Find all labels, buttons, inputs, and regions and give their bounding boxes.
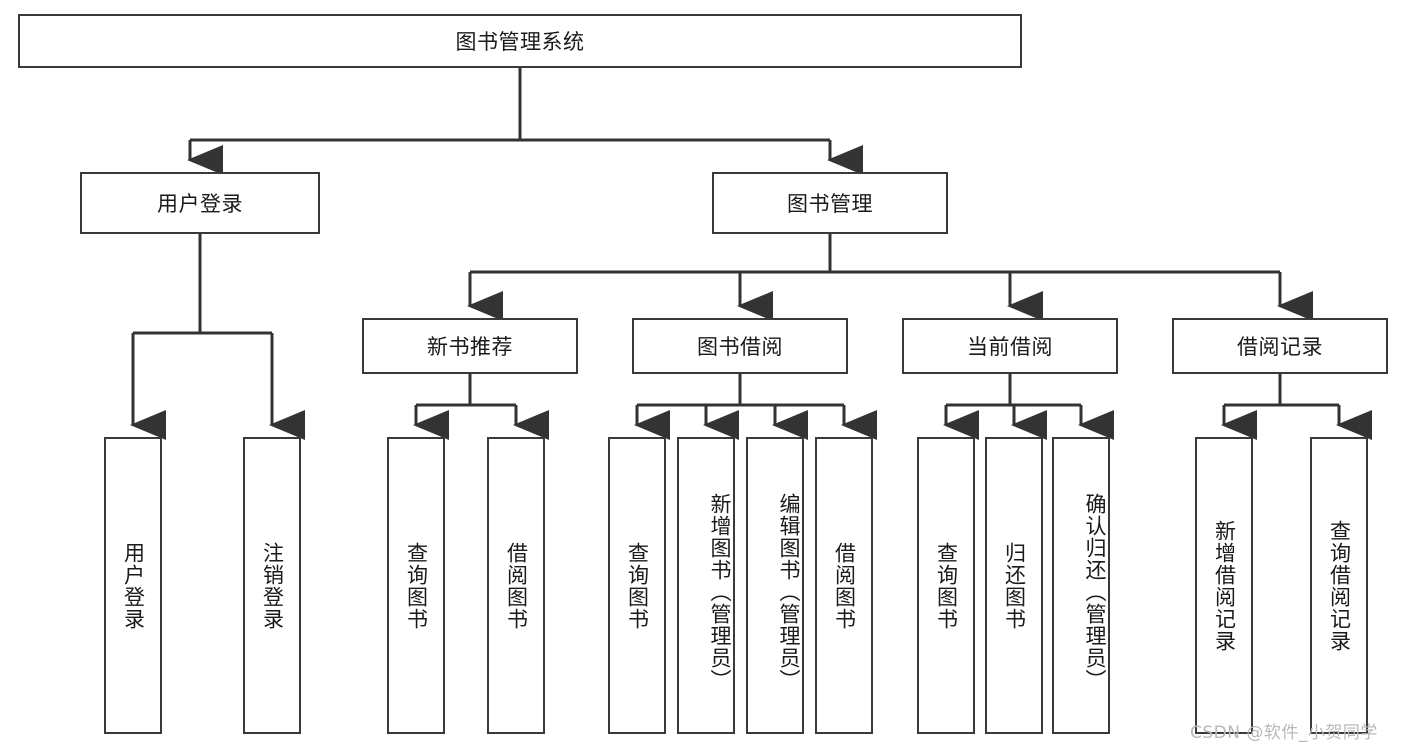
node-label: 归还图书 [1002, 541, 1027, 630]
node-label: 确认归还（管理员） [1083, 492, 1107, 691]
node-book-management[interactable]: 图书管理 [712, 172, 948, 234]
node-label: 图书管理系统 [455, 30, 585, 54]
node-current-borrow[interactable]: 当前借阅 [902, 318, 1118, 374]
leaf-query-book-borrow[interactable]: 查询图书 [608, 437, 666, 734]
node-label: 当前借阅 [967, 335, 1053, 359]
leaf-query-book-current[interactable]: 查询图书 [917, 437, 975, 734]
node-label: 图书管理 [787, 192, 873, 216]
node-label: 借阅记录 [1237, 335, 1323, 359]
node-label: 查询借阅记录 [1327, 519, 1352, 652]
node-new-book-recommend[interactable]: 新书推荐 [362, 318, 578, 374]
node-label: 新增借阅记录 [1212, 519, 1237, 652]
leaf-query-borrow-record[interactable]: 查询借阅记录 [1310, 437, 1368, 734]
leaf-add-borrow-record[interactable]: 新增借阅记录 [1195, 437, 1253, 734]
leaf-add-book-admin[interactable]: 新增图书（管理员） [677, 437, 735, 734]
leaf-borrow-book-recommend[interactable]: 借阅图书 [487, 437, 545, 734]
node-label: 编辑图书（管理员） [777, 492, 801, 691]
node-label: 新书推荐 [427, 335, 513, 359]
leaf-borrow-book[interactable]: 借阅图书 [815, 437, 873, 734]
node-label: 查询图书 [625, 541, 650, 630]
node-label: 用户登录 [157, 192, 243, 216]
node-book-borrow[interactable]: 图书借阅 [632, 318, 848, 374]
node-label: 借阅图书 [832, 541, 857, 630]
node-label: 注销登录 [260, 541, 285, 630]
node-borrow-record[interactable]: 借阅记录 [1172, 318, 1388, 374]
leaf-user-logout[interactable]: 注销登录 [243, 437, 301, 734]
node-user-login[interactable]: 用户登录 [80, 172, 320, 234]
node-label: 图书借阅 [697, 335, 783, 359]
node-label: 查询图书 [934, 541, 959, 630]
leaf-return-book[interactable]: 归还图书 [985, 437, 1043, 734]
node-label: 借阅图书 [504, 541, 529, 630]
leaf-user-login[interactable]: 用户登录 [104, 437, 162, 734]
node-label: 用户登录 [121, 541, 146, 630]
watermark-credit: CSDN @软件_小贺同学 [1190, 718, 1378, 743]
watermark-text: CSDN @软件_小贺同学 [1190, 723, 1378, 743]
leaf-confirm-return-admin[interactable]: 确认归还（管理员） [1052, 437, 1110, 734]
leaf-edit-book-admin[interactable]: 编辑图书（管理员） [746, 437, 804, 734]
node-root-system[interactable]: 图书管理系统 [18, 14, 1022, 68]
leaf-query-book-recommend[interactable]: 查询图书 [387, 437, 445, 734]
node-label: 新增图书（管理员） [708, 492, 732, 691]
node-label: 查询图书 [404, 541, 429, 630]
